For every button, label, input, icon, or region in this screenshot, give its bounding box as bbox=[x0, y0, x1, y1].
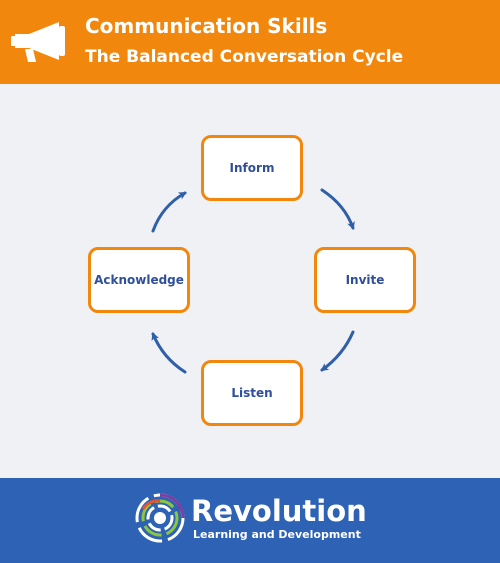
arrow-inform-to-invite bbox=[320, 188, 355, 230]
node-inform-label: Inform bbox=[229, 161, 275, 175]
header-banner: Communication Skills The Balanced Conver… bbox=[0, 0, 500, 84]
node-invite: Invite bbox=[314, 247, 416, 313]
node-acknowledge-label: Acknowledge bbox=[94, 273, 184, 287]
node-acknowledge: Acknowledge bbox=[88, 247, 190, 313]
node-listen: Listen bbox=[201, 360, 303, 426]
arrow-invite-to-listen bbox=[320, 330, 355, 372]
page-subtitle: The Balanced Conversation Cycle bbox=[85, 47, 404, 67]
brand-name: Revolution bbox=[191, 494, 367, 528]
node-inform: Inform bbox=[201, 135, 303, 201]
arrow-acknowledge-to-inform bbox=[151, 191, 187, 233]
page-title: Communication Skills bbox=[85, 14, 328, 38]
megaphone-icon bbox=[11, 22, 65, 62]
node-listen-label: Listen bbox=[231, 386, 273, 400]
brand-tagline: Learning and Development bbox=[193, 528, 361, 541]
footer-banner: Revolution Learning and Development bbox=[0, 478, 500, 563]
node-invite-label: Invite bbox=[345, 273, 385, 287]
arrow-listen-to-acknowledge bbox=[151, 332, 187, 374]
revolution-logo-icon bbox=[135, 493, 185, 543]
